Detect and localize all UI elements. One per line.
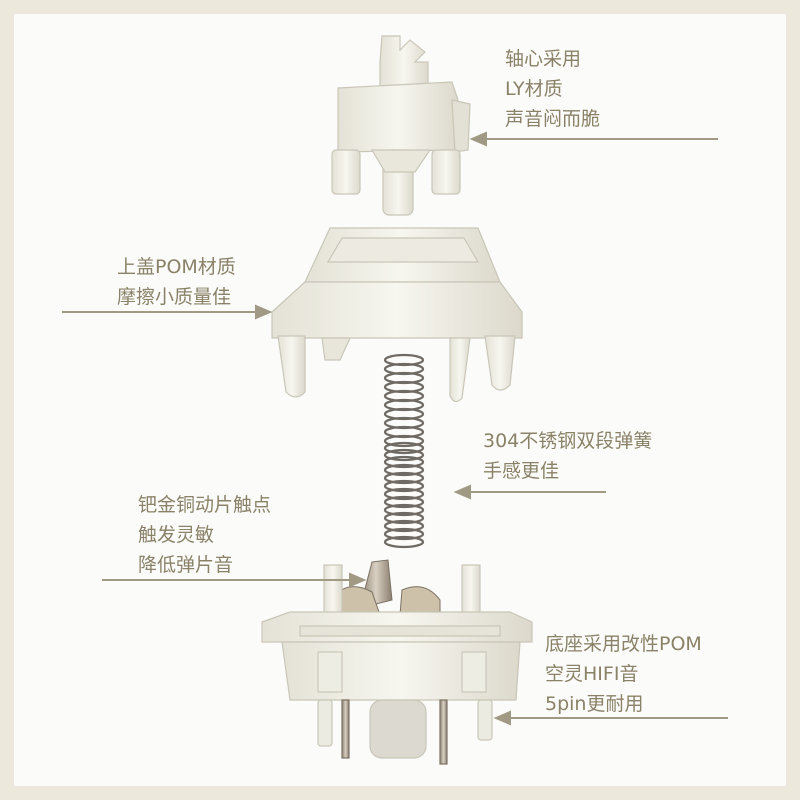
contact-caption-line: 降低弹片音 [138,554,234,576]
contact-caption-line: 触发灵敏 [138,524,215,546]
arrow-top-housing [62,304,273,320]
bottom-housing-caption-line: 空灵HIFI音 [545,663,639,685]
bottom-housing-caption: 底座采用改性POM 空灵HIFI音 5pin更耐用 [545,629,702,719]
top-housing-caption-line: 上盖POM材质 [117,256,236,278]
top-housing-part [271,227,523,403]
bottom-housing-caption-line: 底座采用改性POM [545,633,702,655]
spring-caption: 304不锈钢双段弹簧 手感更佳 [483,426,652,486]
stem-caption-line: 声音闷而脆 [505,108,601,130]
arrow-stem [469,131,718,147]
top-housing-caption-line: 摩擦小质量佳 [117,286,232,308]
stem-part [331,35,471,216]
stem-caption-line: 轴心采用 [505,48,582,70]
spring-caption-line: 手感更佳 [483,460,560,482]
top-housing-caption: 上盖POM材质 摩擦小质量佳 [117,252,236,312]
stem-caption-line: LY材质 [505,78,563,100]
contact-caption-line: 钯金铜动片触点 [138,494,272,516]
spring-part [383,353,425,549]
stem-caption: 轴心采用 LY材质 声音闷而脆 [505,44,600,134]
arrow-bottom-housing [493,710,728,726]
contact-caption: 钯金铜动片触点 触发灵敏 降低弹片音 [138,490,271,580]
contact-leaf-part [334,559,441,616]
arrow-contact [102,572,367,588]
bottom-housing-part [261,564,533,765]
bottom-housing-caption-line: 5pin更耐用 [545,693,644,715]
arrow-spring [453,484,606,500]
spring-caption-line: 304不锈钢双段弹簧 [483,430,653,452]
